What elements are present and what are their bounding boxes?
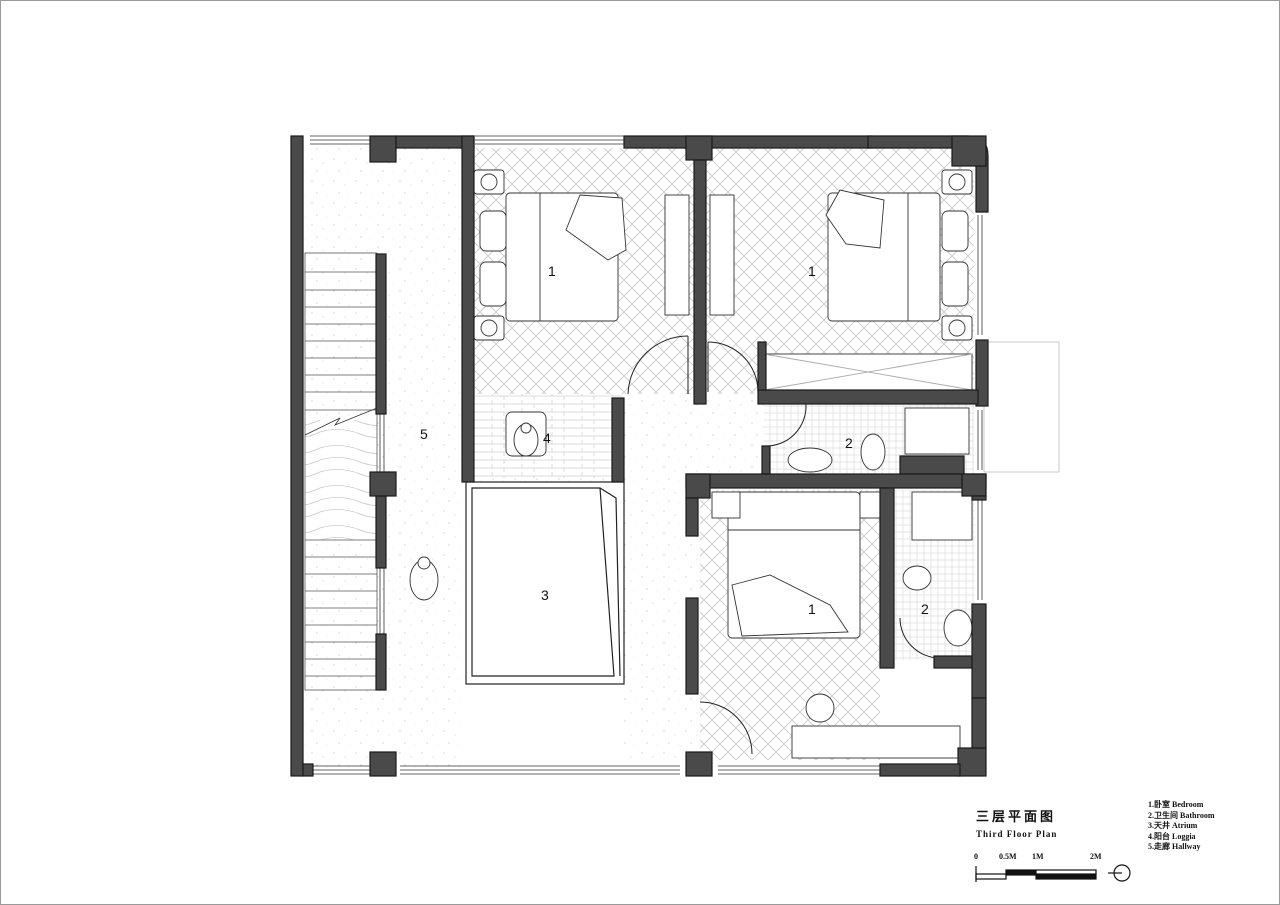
room-legend: 1.卧室 Bedroom 2.卫生间 Bathroom 3.天井 Atrium … <box>1148 800 1215 853</box>
room-labels: 1 1 1 2 2 3 4 5 <box>420 263 929 617</box>
room-label-bathroom-b: 2 <box>921 601 929 617</box>
windows <box>310 135 983 775</box>
room-label-bedroom-c: 1 <box>808 601 816 617</box>
room-label-hallway: 5 <box>420 426 428 442</box>
room-label-atrium: 3 <box>541 587 549 603</box>
furniture <box>409 169 973 759</box>
walls <box>290 135 989 777</box>
scale-label-2m: 2M <box>1090 852 1102 861</box>
exterior-loggia-outline <box>983 341 1060 473</box>
legend-item-hallway: 5.走廊 Hallway <box>1148 842 1201 851</box>
room-label-bedroom-b: 1 <box>808 263 816 279</box>
scale-label-1m: 1M <box>1032 852 1044 861</box>
staircase <box>304 252 378 691</box>
plan-title-english: Third Floor Plan <box>976 829 1058 839</box>
room-label-loggia: 4 <box>543 430 551 446</box>
legend-item-bedroom: 1.卧室 Bedroom <box>1148 800 1204 809</box>
legend-item-bathroom: 2.卫生间 Bathroom <box>1148 810 1215 820</box>
room-label-bedroom-a: 1 <box>548 263 556 279</box>
atrium-void <box>465 481 625 685</box>
scale-bar <box>975 866 1097 882</box>
door-swings <box>627 335 941 755</box>
scale-label-0: 0 <box>974 852 978 861</box>
north-arrow-icon <box>1108 864 1131 882</box>
scale-label-half-meter: 0.5M <box>999 852 1017 861</box>
legend-item-loggia: 4.阳台 Loggia <box>1148 831 1196 841</box>
room-label-bathroom-a: 2 <box>845 435 853 451</box>
plan-title-chinese: 三层平面图 <box>976 810 1057 825</box>
legend-item-atrium: 3.天井 Atrium <box>1148 821 1198 830</box>
